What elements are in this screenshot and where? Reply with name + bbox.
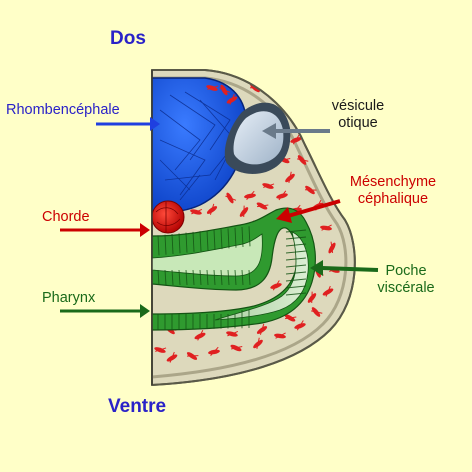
label-chorde: Chorde xyxy=(42,209,90,225)
chorde-shape xyxy=(152,200,185,234)
label-poche-line2: viscérale xyxy=(377,280,435,296)
label-vesicule-line2: otique xyxy=(338,115,378,131)
label-poche-line1: Poche xyxy=(385,263,427,279)
label-mesenchyme-line1: Mésenchyme xyxy=(349,174,437,190)
pharynx-lumen xyxy=(152,233,263,277)
label-dos: Dos xyxy=(110,28,146,49)
label-poche-viscerale: Poche viscérale xyxy=(366,263,446,297)
arrow-poche xyxy=(310,260,379,276)
arrow-chorde xyxy=(60,223,150,237)
label-vesicule-line1: vésicule xyxy=(331,98,385,114)
arrow-vesicule xyxy=(262,123,330,139)
arrow-rhombencephale xyxy=(96,117,160,131)
label-mesenchyme-cephalique: Mésenchyme céphalique xyxy=(338,174,448,208)
label-ventre: Ventre xyxy=(108,396,167,417)
arrow-pharynx xyxy=(60,304,150,318)
label-rhombencephale: Rhombencéphale xyxy=(6,102,120,118)
label-mesenchyme-line2: céphalique xyxy=(357,191,429,207)
label-vesicule-otique: vésicule otique xyxy=(318,98,398,132)
arrow-mesenchyme xyxy=(276,199,341,223)
poche-viscerale-shape xyxy=(214,231,309,321)
label-pharynx: Pharynx xyxy=(42,290,96,306)
